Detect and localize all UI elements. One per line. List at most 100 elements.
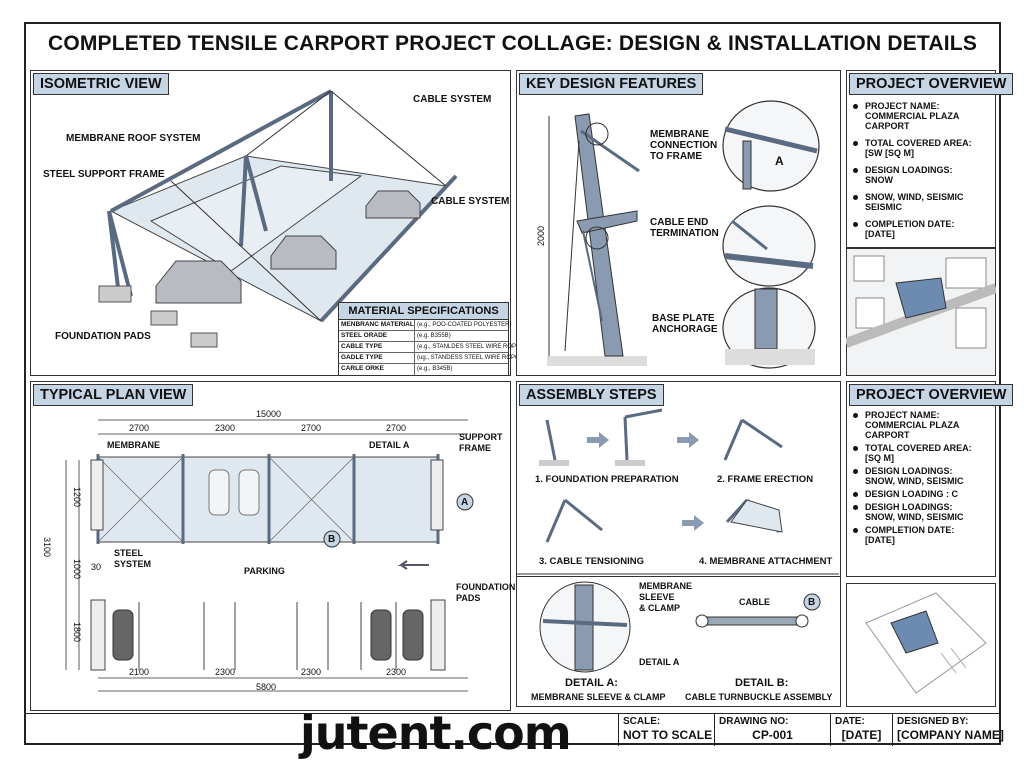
table-row: STEEL ORADE(e.g. B355B) bbox=[339, 331, 508, 342]
item-value: [SW [SQ M] bbox=[865, 148, 914, 158]
scale-label: SCALE: bbox=[623, 716, 661, 727]
drawing-border bbox=[24, 22, 1001, 745]
watermark: jutent.com bbox=[300, 706, 572, 760]
label-cable-system-top: CABLE SYSTEM bbox=[413, 94, 492, 105]
designer-label: DESIGNED BY: bbox=[897, 716, 969, 727]
assembly-drawings bbox=[517, 408, 839, 575]
site-map-1 bbox=[846, 248, 996, 376]
detail-b-subtitle: CABLE TURNBUCKLE ASSEMBLY bbox=[685, 692, 833, 702]
spec-key: STEEL ORADE bbox=[339, 331, 415, 341]
panel-header: ISOMETRIC VIEW bbox=[33, 73, 169, 95]
dim-total-top: 15000 bbox=[256, 409, 282, 419]
column-detail-drawing bbox=[547, 100, 820, 369]
dim-side-total: 3100 bbox=[42, 536, 53, 558]
list-item: COMPLETION DATE:[DATE] bbox=[853, 525, 995, 545]
spec-key: CABLE TYPE bbox=[339, 342, 415, 352]
label-cable: CABLE bbox=[739, 597, 770, 607]
item-value: [DATE] bbox=[865, 229, 895, 239]
item-label: DESIGN LOADING : C bbox=[865, 489, 959, 499]
list-item: PROJECT NAME:COMMERCIAL PLAZA CARPORT bbox=[853, 101, 995, 131]
key-design-features-panel: KEY DESIGN FEATURES 2000 MEMBRANE CONNEC… bbox=[516, 70, 841, 376]
step-3-label: 3. CABLE TENSIONING bbox=[539, 556, 645, 567]
scale-value: NOT TO SCALE bbox=[623, 728, 713, 742]
detail-b-badge: B bbox=[808, 597, 816, 608]
dim-side-1: 1200 bbox=[72, 486, 83, 508]
item-label: TOTAL COVERED AREA: bbox=[865, 138, 972, 148]
label-support-frame: SUPPORT FRAME bbox=[459, 432, 503, 453]
item-value: SNOW, WIND, SEISMIC bbox=[865, 512, 964, 522]
spec-key: CARLE ORKE bbox=[339, 364, 415, 375]
spec-value: (e.g. B355B) bbox=[417, 333, 451, 339]
item-label: PROJECT NAME: bbox=[865, 410, 940, 420]
label-cable-system: CABLE SYSTEM bbox=[431, 196, 510, 207]
panel-header: ASSEMBLY STEPS bbox=[519, 384, 664, 406]
details-panel: MEMBRANE SLEEVE & CLAMP DETAIL A DETAIL … bbox=[516, 577, 841, 707]
designer-cell: DESIGNED BY:[COMPANY NAME] bbox=[892, 714, 1004, 746]
step-2-label: 2. FRAME ERECTION bbox=[717, 474, 814, 485]
plan-drawing bbox=[65, 419, 474, 692]
label-steel-frame: STEEL SUPPORT FRAME bbox=[43, 169, 165, 180]
detail-a-subtitle: MEMBRANE SLEEVE & CLAMP bbox=[531, 692, 666, 702]
label-membrane-sleeve: MEMBRANE SLEEVE & CLAMP bbox=[639, 581, 692, 613]
label-membrane-connection: MEMBRANE CONNECTION TO FRAME bbox=[650, 129, 718, 162]
step-4-label: 4. MEMBRANE ATTACHMENT bbox=[699, 556, 833, 567]
item-value: COMMERCIAL PLAZA CARPORT bbox=[865, 420, 959, 440]
table-row: MENBRANC MATERIAL(e.g., POO-COATED POLYE… bbox=[339, 320, 512, 331]
label-foundation-pads: FOUNDATION PADS bbox=[456, 582, 516, 603]
list-item: TOTAL COVERED AREA:[SW [SQ M] bbox=[853, 138, 995, 158]
spec-key: GADLE TYPE bbox=[339, 353, 415, 363]
panel-header: KEY DESIGN FEATURES bbox=[519, 73, 704, 95]
table-row: GADLE TYPE(ug., STANDESS STEEL WIRE ROPC… bbox=[339, 353, 521, 364]
dim-bottom-3: 2300 bbox=[301, 667, 322, 677]
label-foundation-pads: FOUNDATION PADS bbox=[55, 331, 151, 342]
title-block: SCALE:NOT TO SCALE DRAWING NO:CP-001 DAT… bbox=[24, 713, 1004, 746]
label-base-plate: BASE PLATE ANCHORAGE bbox=[652, 313, 718, 335]
spec-key: MENBRANC MATERIAL bbox=[341, 320, 415, 330]
site-map-2 bbox=[846, 583, 996, 707]
list-item: COMPLETION DATE:[DATE] bbox=[853, 219, 995, 239]
marker-a: A bbox=[461, 497, 469, 508]
item-label: DESIGN LOADINGS: bbox=[865, 165, 953, 175]
dim-offset: 30 bbox=[91, 562, 102, 572]
list-item: PROJECT NAME:COMMERCIAL PLAZA CARPORT bbox=[853, 410, 995, 440]
panel-header: PROJECT OVERVIEW bbox=[849, 384, 1014, 406]
detail-a-marker: A bbox=[775, 154, 784, 168]
height-dimension: 2000 bbox=[536, 225, 547, 247]
panel-header: TYPICAL PLAN VIEW bbox=[33, 384, 194, 406]
dim-top-2: 2300 bbox=[215, 423, 236, 433]
date-cell: DATE:[DATE] bbox=[830, 714, 892, 746]
overview-list: PROJECT NAME:COMMERCIAL PLAZA CARPORT TO… bbox=[853, 410, 995, 548]
scale-cell: SCALE:NOT TO SCALE bbox=[618, 714, 714, 746]
detail-a-title: DETAIL A: bbox=[565, 677, 618, 689]
table-row: CARLE ORKE(e.g., B345B) bbox=[339, 364, 508, 375]
drawing-number-cell: DRAWING NO:CP-001 bbox=[714, 714, 830, 746]
isometric-drawing bbox=[98, 89, 458, 348]
drawing-label: DRAWING NO: bbox=[719, 716, 789, 727]
dim-bottom-1: 2100 bbox=[129, 667, 150, 677]
item-value: SEISMIC bbox=[865, 202, 903, 212]
item-label: COMPLETION DATE: bbox=[865, 525, 955, 535]
date-label: DATE: bbox=[835, 716, 865, 727]
label-detail-a: DETAIL A bbox=[369, 440, 410, 450]
list-item: DESIGN LOADINGS:SNOW, WIND, SEISMIC bbox=[853, 466, 995, 486]
spec-value: (ug., STANDESS STEEL WIRE ROPC) bbox=[417, 355, 522, 361]
item-value: [DATE] bbox=[865, 535, 895, 545]
dim-top-3: 2700 bbox=[301, 423, 322, 433]
list-item: DESIGN LOADINGS:SNOW bbox=[853, 165, 995, 185]
label-cable-end: CABLE END TERMINATION bbox=[650, 217, 719, 239]
dim-side-3: 1800 bbox=[72, 621, 83, 643]
project-overview-panel-2: PROJECT OVERVIEW PROJECT NAME:COMMERCIAL… bbox=[846, 381, 1014, 577]
specs-title: MATERIAL SPECIFICATIONS bbox=[339, 303, 508, 320]
item-label: SNOW, WIND, SEISMIC bbox=[865, 192, 964, 202]
dim-side-2: 1000 bbox=[72, 558, 83, 580]
spec-value: (e.g., POO-COATED POLYESTER) bbox=[417, 322, 512, 328]
dim-bottom-2: 2300 bbox=[215, 667, 236, 677]
date-value: [DATE] bbox=[841, 728, 882, 742]
label-steel-system: STEEL SYSTEM bbox=[114, 548, 152, 569]
list-item: DESIGH LOADINGS:SNOW, WIND, SEISMIC bbox=[853, 502, 995, 522]
page-title: COMPLETED TENSILE CARPORT PROJECT COLLAG… bbox=[47, 32, 978, 55]
label-membrane-roof: MEMBRANE ROOF SYSTEM bbox=[66, 133, 201, 144]
step-1-label: 1. FOUNDATION PREPARATION bbox=[535, 474, 679, 485]
item-value: SNOW bbox=[865, 175, 893, 185]
spec-value: (e.g., B345B) bbox=[417, 366, 453, 372]
